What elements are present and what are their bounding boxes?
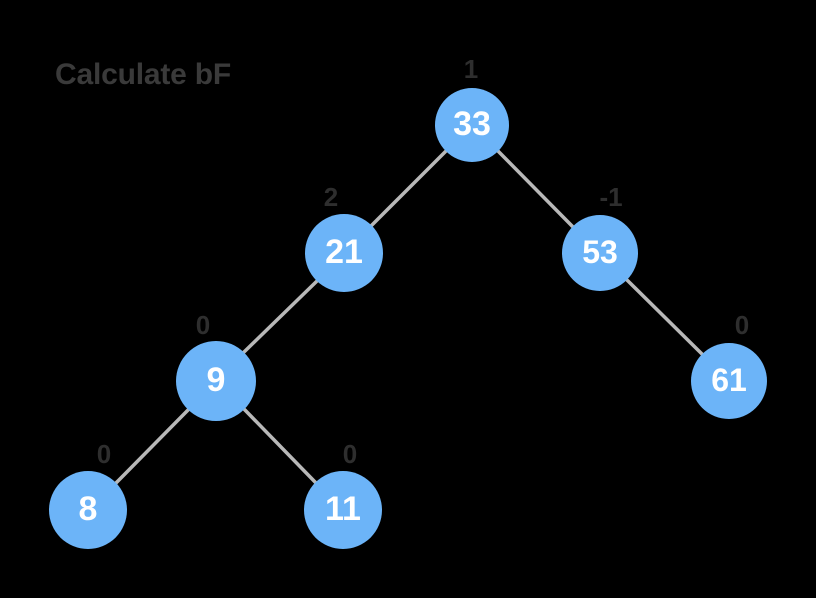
tree-node-label: 53 <box>582 234 618 270</box>
balance-factor-61: 0 <box>734 310 750 340</box>
tree-node-label: 21 <box>325 233 363 271</box>
balance-factor-21: 2 <box>323 182 339 212</box>
tree-node-8[interactable]: 8 <box>49 471 127 549</box>
tree-edge-n21-n9 <box>241 279 319 355</box>
tree-edge-n9-n8 <box>114 407 191 485</box>
balance-factor-8: 0 <box>96 439 112 469</box>
tree-edge-n33-n21 <box>367 149 448 230</box>
tree-node-label: 11 <box>325 490 361 528</box>
tree-edge-n9-n11 <box>242 407 318 485</box>
tree-node-61[interactable]: 61 <box>691 343 767 419</box>
balance-factor-9: 0 <box>195 310 211 340</box>
tree-edge-n53-n61 <box>625 278 705 357</box>
tree-node-label: 33 <box>453 105 491 143</box>
page-title: Calculate bF <box>55 58 231 91</box>
balance-factor-33: 1 <box>463 54 479 84</box>
tree-node-33[interactable]: 33 <box>435 88 509 162</box>
balance-factor-53: -1 <box>599 182 623 212</box>
balance-factor-11: 0 <box>342 439 358 469</box>
tree-node-label: 8 <box>78 490 98 528</box>
tree-node-9[interactable]: 9 <box>176 341 256 421</box>
tree-node-label: 9 <box>206 361 226 399</box>
tree-node-53[interactable]: 53 <box>562 215 638 291</box>
tree-node-11[interactable]: 11 <box>304 471 382 549</box>
tree-node-21[interactable]: 21 <box>305 214 383 292</box>
tree-edge-n33-n53 <box>496 149 576 230</box>
tree-node-label: 61 <box>711 362 747 398</box>
